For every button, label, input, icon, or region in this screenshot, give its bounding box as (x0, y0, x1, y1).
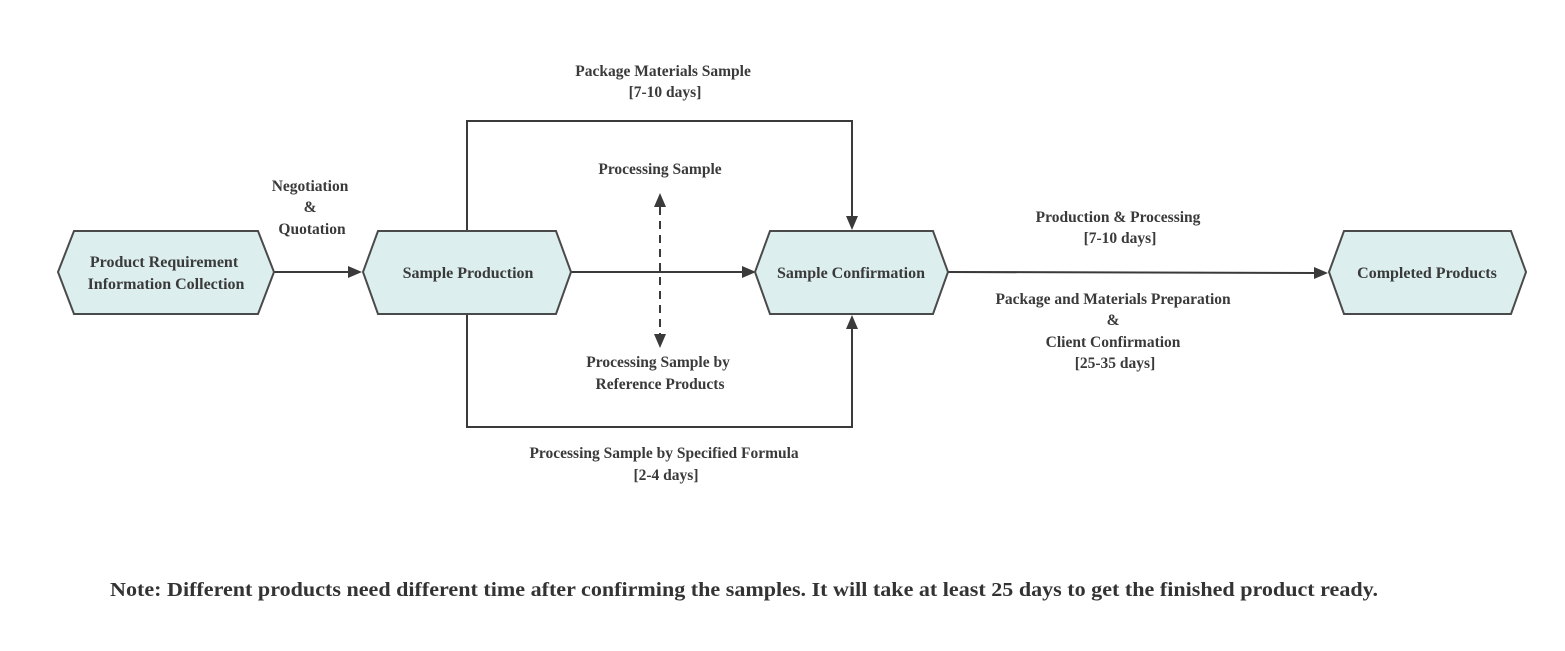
edge-label-line: Reference Products (596, 376, 725, 393)
connector-specified-formula (466, 315, 853, 428)
label-package-preparation: Package and Materials Preparation & Clie… (995, 291, 1234, 372)
edge-label-line: Processing Sample (598, 161, 721, 178)
connector-production (947, 271, 1317, 274)
node-product-requirement-label: Product Requirement Information Collecti… (88, 254, 245, 293)
edge-label-line: & (1107, 312, 1120, 329)
connector-package-materials (466, 120, 853, 231)
edge-label-line: Package Materials Sample (575, 63, 751, 80)
node-sample-confirmation-label: Sample Confirmation (777, 265, 925, 282)
arrowhead-package-materials (846, 216, 858, 230)
edge-label-line: Negotiation (272, 178, 349, 195)
edge-label-line: Processing Sample by (586, 354, 730, 371)
edge-label-line: [7-10 days] (629, 84, 702, 101)
label-negotiation: Negotiation & Quotation (272, 178, 353, 238)
arrowhead-dashed-down (654, 334, 666, 348)
edge-label-line: [2-4 days] (633, 467, 698, 484)
node-label-line: Sample Confirmation (777, 265, 925, 282)
label-processing-sample-by-reference: Processing Sample by Reference Products (586, 354, 733, 393)
arrowhead-dashed-up (654, 193, 666, 207)
label-processing-sample: Processing Sample (598, 161, 721, 178)
arrowhead-negotiation (348, 266, 362, 278)
footnote: Note: Different products need different … (110, 580, 1378, 601)
arrowhead-specified-formula (846, 315, 858, 329)
node-completed-products-label: Completed Products (1357, 265, 1497, 282)
node-sample-confirmation: Sample Confirmation (753, 230, 950, 315)
node-label-line: Completed Products (1357, 265, 1497, 282)
edge-label-line: Package and Materials Preparation (995, 291, 1231, 308)
node-label-line: Product Requirement (90, 254, 239, 271)
edge-label-line: [7-10 days] (1084, 230, 1157, 247)
node-label-line: Information Collection (88, 276, 245, 293)
node-completed-products: Completed Products (1327, 230, 1528, 315)
node-product-requirement: Product Requirement Information Collecti… (56, 230, 276, 315)
connectors (274, 120, 1328, 428)
arrowhead-production (1314, 267, 1328, 279)
label-processing-sample-by-formula: Processing Sample by Specified Formula [… (529, 445, 802, 484)
edge-label-line: Production & Processing (1036, 209, 1201, 226)
node-sample-production: Sample Production (361, 230, 573, 315)
edge-label-line: [25-35 days] (1075, 355, 1156, 372)
edge-label-line: Quotation (278, 221, 346, 238)
edge-label-line: Processing Sample by Specified Formula (529, 445, 798, 462)
edge-label-line: Client Confirmation (1046, 334, 1181, 351)
node-label-line: Sample Production (403, 265, 534, 282)
label-package-materials-sample: Package Materials Sample [7-10 days] (575, 63, 755, 101)
edge-label-line: & (304, 199, 317, 216)
label-production-processing: Production & Processing [7-10 days] (1036, 209, 1205, 247)
arrowhead-processing-sample (742, 266, 756, 278)
node-sample-production-label: Sample Production (403, 265, 534, 282)
